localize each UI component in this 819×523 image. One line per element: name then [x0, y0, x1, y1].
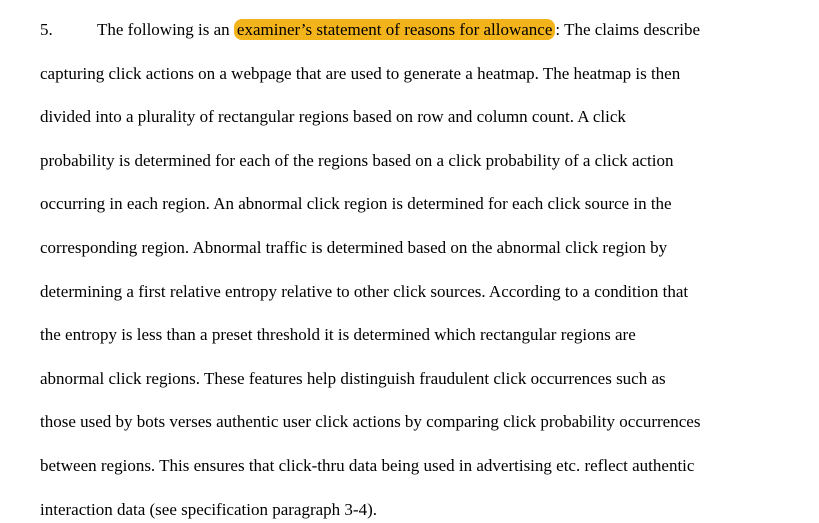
paragraph-line: between regions. This ensures that click… [40, 455, 695, 475]
line-text-before-highlight: The following is an [97, 20, 234, 39]
paragraph-line: interaction data (see specification para… [40, 499, 378, 519]
paragraph-line: capturing click actions on a webpage tha… [40, 63, 681, 83]
paragraph-line: the entropy is less than a preset thresh… [40, 325, 636, 345]
paragraph-line: occurring in each region. An abnormal cl… [40, 194, 672, 214]
paragraph-number: 5. [40, 20, 53, 39]
paragraph-line: corresponding region. Abnormal traffic i… [40, 237, 668, 257]
line-text-after-highlight: : The claims describe [555, 20, 701, 39]
paragraph-line: divided into a plurality of rectangular … [40, 107, 626, 127]
paragraph-first-line: 5. The following is an examiner’s stateme… [40, 8, 785, 52]
highlighted-phrase: examiner’s statement of reasons for allo… [233, 19, 556, 40]
paragraph-line: those used by bots verses authentic user… [40, 412, 701, 432]
paragraph-line: abnormal click regions. These features h… [40, 368, 666, 388]
paragraph-line: determining a first relative entropy rel… [40, 281, 689, 301]
paragraph-line: probability is determined for each of th… [40, 150, 674, 170]
